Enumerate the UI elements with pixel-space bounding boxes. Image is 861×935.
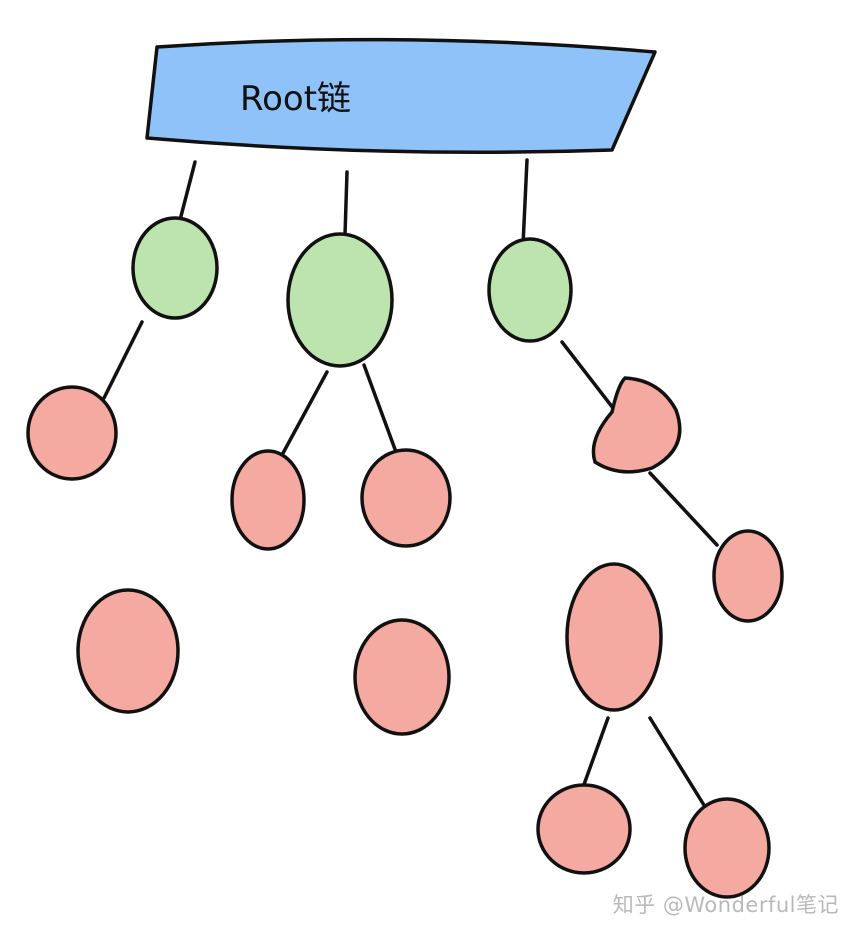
edge-r4-r5 — [648, 471, 719, 547]
edge-g1-r1 — [102, 320, 144, 400]
root-label: Root链 — [240, 79, 351, 119]
edge-r8-r9 — [580, 716, 610, 792]
unreachable-node-r3 — [360, 448, 452, 548]
unreachable-node-r9 — [536, 783, 632, 875]
root-bar — [145, 37, 657, 155]
reachable-node-g3 — [487, 237, 573, 343]
unreachable-node-r8 — [565, 562, 663, 712]
edge-g2-r2 — [280, 370, 329, 457]
edge-g2-r3 — [362, 363, 398, 454]
edge-g3-r4 — [560, 340, 615, 410]
root-node: Root链 — [145, 37, 657, 155]
watermark: 知乎 @Wonderful笔记 — [612, 893, 839, 917]
unreachable-node-r10 — [683, 797, 771, 899]
reachable-node-g1 — [131, 216, 219, 320]
unreachable-node-r2 — [230, 449, 306, 551]
unreachable-node-r5 — [712, 529, 784, 623]
unreachable-node-r7 — [353, 618, 451, 736]
reachable-node-g2 — [286, 232, 394, 368]
edge-root-g2 — [343, 170, 349, 237]
unreachable-node-r4 — [591, 376, 682, 474]
edge-root-g1 — [178, 160, 197, 222]
edge-root-g3 — [521, 158, 529, 247]
unreachable-node-r1 — [26, 385, 118, 481]
edge-r8-r10 — [648, 716, 709, 812]
unreachable-node-r6 — [76, 588, 180, 714]
